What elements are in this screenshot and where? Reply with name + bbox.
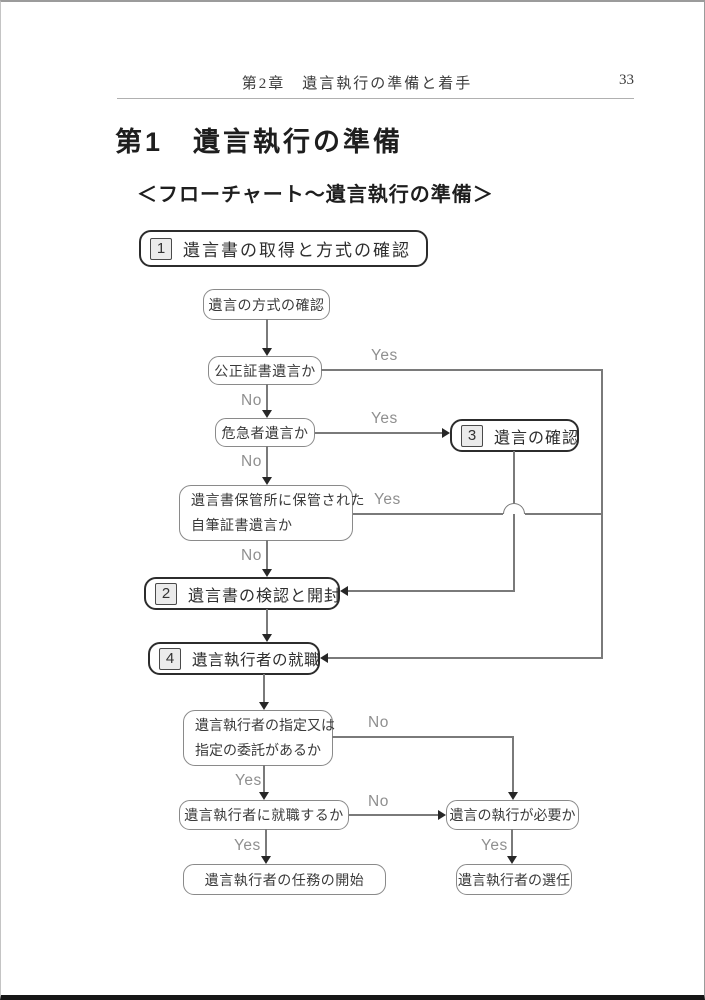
node-step3: 3 遺言の確認 [450, 419, 579, 452]
page-number: 33 [619, 72, 634, 88]
node-q-notarized: 公正証書遺言か [208, 356, 322, 385]
line-hop-bridge [503, 503, 525, 514]
running-header: 第2章 遺言執行の準備と着手 [241, 76, 473, 92]
header-rule [117, 98, 634, 99]
flow-line [266, 446, 268, 478]
arrow-right-icon [442, 428, 450, 438]
node-label: 遺言執行者の任務の開始 [204, 871, 365, 888]
node-label-line1: 遺言書保管所に保管された [191, 492, 365, 508]
node-label-line1: 遺言執行者の指定又は [195, 717, 335, 733]
edge-label-yes: Yes [374, 491, 401, 508]
node-q-stored: 遺言書保管所に保管された 自筆証書遺言か [179, 485, 365, 541]
arrow-right-icon [438, 810, 446, 820]
node-q-emergency: 危急者遺言か [215, 418, 315, 447]
arrow-down-icon [262, 634, 272, 642]
flow-line [348, 590, 515, 592]
arrow-left-icon [340, 586, 348, 596]
edge-label-no: No [368, 714, 389, 731]
arrow-down-icon [259, 792, 269, 800]
edge-label-yes: Yes [371, 410, 398, 427]
step-number-2: 2 [155, 582, 177, 605]
edge-label-yes: Yes [235, 772, 262, 789]
node-q-exec-needed: 遺言の執行が必要か [446, 800, 579, 830]
edge-label-no: No [241, 547, 262, 564]
arrow-left-icon [320, 653, 328, 663]
flow-line [263, 674, 265, 703]
flow-line [265, 829, 267, 857]
node-q-take-office: 遺言執行者に就職するか [179, 800, 349, 830]
node-step4: 4 遺言執行者の就職 [148, 642, 320, 675]
flow-line [315, 432, 442, 434]
edge-label-no: No [241, 453, 262, 470]
node-appoint-executor: 遺言執行者の選任 [456, 864, 572, 895]
node-label: 危急者遺言か [221, 424, 309, 441]
node-label: 遺言執行者に就職するか [184, 807, 344, 823]
flow-line [353, 513, 503, 515]
node-label: 遺言の方式の確認 [208, 296, 325, 313]
step-number-4: 4 [159, 647, 181, 670]
flow-line [328, 657, 602, 659]
flow-line [263, 765, 265, 793]
arrow-down-icon [261, 856, 271, 864]
edge-label-yes: Yes [481, 837, 508, 854]
flow-line [266, 540, 268, 570]
edge-label-no: No [241, 392, 262, 409]
node-label: 遺言の確認 [494, 429, 580, 447]
node-label-line2: 自筆証書遺言か [191, 517, 293, 533]
node-label: 公正証書遺言か [214, 362, 316, 379]
flow-line [266, 384, 268, 411]
arrow-down-icon [262, 348, 272, 356]
flow-line [513, 451, 515, 504]
edge-label-yes: Yes [371, 347, 398, 364]
flow-line [525, 513, 602, 515]
flow-line [349, 814, 438, 816]
node-label: 遺言書の取得と方式の確認 [183, 241, 411, 260]
step-number-1: 1 [150, 237, 172, 260]
node-label: 遺言執行者の就職 [192, 651, 321, 669]
arrow-down-icon [262, 477, 272, 485]
flow-line [321, 369, 602, 371]
flow-line [513, 514, 515, 592]
arrow-down-icon [262, 410, 272, 418]
flow-line [266, 319, 268, 349]
arrow-down-icon [507, 856, 517, 864]
step-number-3: 3 [461, 424, 483, 447]
node-step1: 1 遺言書の取得と方式の確認 [139, 230, 428, 267]
node-label-line2: 指定の委託があるか [195, 742, 321, 758]
node-label: 遺言執行者の選任 [458, 871, 570, 888]
edge-label-no: No [368, 793, 389, 810]
arrow-down-icon [508, 792, 518, 800]
section-title: 第1 遺言執行の準備 [115, 127, 404, 157]
node-start-duties: 遺言執行者の任務の開始 [183, 864, 386, 895]
node-q-designation: 遺言執行者の指定又は 指定の委託があるか [183, 710, 335, 766]
flow-line [511, 829, 513, 857]
edge-label-yes: Yes [234, 837, 261, 854]
node-step2: 2 遺言書の検認と開封 [144, 577, 340, 610]
node-label: 遺言の執行が必要か [449, 807, 576, 823]
arrow-down-icon [259, 702, 269, 710]
flowchart-title: ＜フローチャート〜遺言執行の準備＞ [137, 184, 494, 206]
arrow-down-icon [262, 569, 272, 577]
flow-line [332, 736, 514, 738]
node-label: 遺言書の検認と開封 [188, 587, 342, 605]
node-check-method: 遺言の方式の確認 [203, 289, 330, 320]
flow-line [266, 609, 268, 635]
flow-line [512, 736, 514, 793]
